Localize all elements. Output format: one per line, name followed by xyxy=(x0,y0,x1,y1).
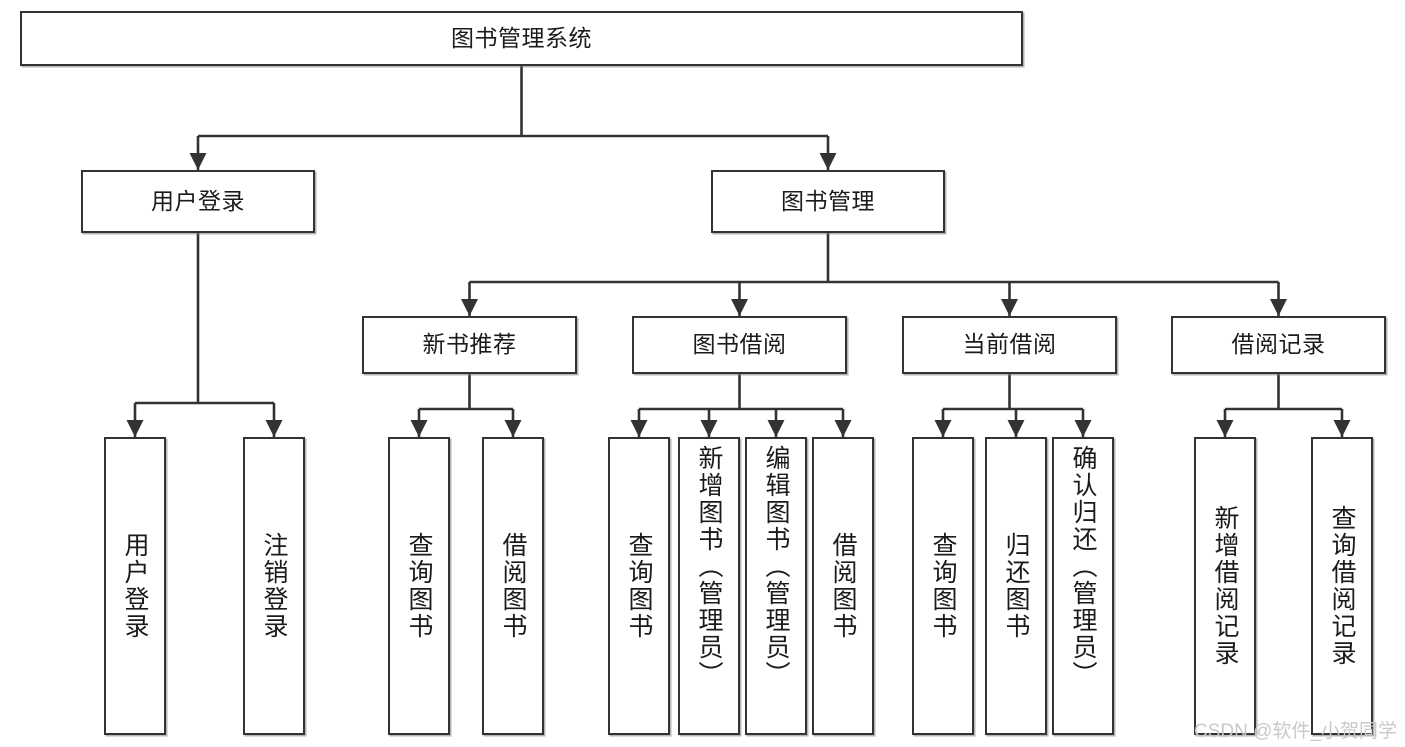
node-label: 编辑图书（管理员） xyxy=(762,445,790,688)
node-leaf-rec-query[interactable]: 查询借阅记录 xyxy=(1311,437,1373,735)
node-leaf-new-borrow[interactable]: 借阅图书 xyxy=(482,437,544,735)
node-leaf-bor-lend[interactable]: 借阅图书 xyxy=(812,437,874,735)
node-borrow[interactable]: 图书借阅 xyxy=(632,316,847,374)
node-label: 注销登录 xyxy=(260,532,288,640)
node-records[interactable]: 借阅记录 xyxy=(1171,316,1386,374)
node-leaf-bor-edit[interactable]: 编辑图书（管理员） xyxy=(745,437,807,735)
node-login[interactable]: 用户登录 xyxy=(81,170,315,233)
connector-arrowhead xyxy=(819,153,837,170)
connector-arrowhead xyxy=(767,420,785,437)
connector-arrowhead xyxy=(1270,299,1287,316)
node-label: 查询借阅记录 xyxy=(1328,505,1356,667)
node-leaf-rec-add[interactable]: 新增借阅记录 xyxy=(1194,437,1256,735)
connector-arrowhead xyxy=(1074,420,1092,437)
connector-arrowhead xyxy=(265,420,283,437)
connector-arrowhead xyxy=(126,420,144,437)
connector-arrowhead xyxy=(189,153,207,170)
node-leaf-bor-query[interactable]: 查询图书 xyxy=(608,437,670,735)
watermark-label: CSDN @软件_小贺同学 xyxy=(1194,721,1397,742)
node-label: 确认归还（管理员） xyxy=(1069,445,1097,688)
node-current[interactable]: 当前借阅 xyxy=(902,316,1117,374)
node-label: 新书推荐 xyxy=(422,331,517,358)
node-label: 图书管理 xyxy=(781,187,875,214)
connector-arrowhead xyxy=(731,299,748,316)
node-label: 当前借阅 xyxy=(962,331,1057,358)
node-root[interactable]: 图书管理系统 xyxy=(20,11,1023,66)
node-label: 查询图书 xyxy=(929,532,957,640)
node-label: 新增借阅记录 xyxy=(1211,505,1239,667)
connector-arrowhead xyxy=(461,299,478,316)
node-leaf-new-query[interactable]: 查询图书 xyxy=(388,437,450,735)
connector-arrowhead xyxy=(834,420,852,437)
node-label: 借阅图书 xyxy=(499,532,527,640)
node-leaf-cur-confirm[interactable]: 确认归还（管理员） xyxy=(1052,437,1114,735)
connector-arrowhead xyxy=(630,420,648,437)
connector-arrowhead xyxy=(1007,420,1025,437)
node-leaf-cur-query[interactable]: 查询图书 xyxy=(912,437,974,735)
connector-arrowhead xyxy=(700,420,718,437)
connector-arrowhead xyxy=(1001,299,1018,316)
connector-arrowhead xyxy=(1333,420,1351,437)
node-label: 用户登录 xyxy=(151,187,245,214)
connector-arrowhead xyxy=(410,420,428,437)
node-label: 借阅记录 xyxy=(1231,331,1326,358)
node-label: 新增图书（管理员） xyxy=(695,445,723,688)
node-label: 用户登录 xyxy=(121,532,149,640)
node-label: 查询图书 xyxy=(405,532,433,640)
node-label: 归还图书 xyxy=(1002,532,1030,640)
node-label: 查询图书 xyxy=(625,532,653,640)
node-bookmgmt[interactable]: 图书管理 xyxy=(711,170,945,233)
node-label: 借阅图书 xyxy=(829,532,857,640)
connector-arrowhead xyxy=(934,420,952,437)
node-leaf-user-logout[interactable]: 注销登录 xyxy=(243,437,305,735)
node-label: 图书借阅 xyxy=(692,331,787,358)
node-leaf-bor-add[interactable]: 新增图书（管理员） xyxy=(678,437,740,735)
node-leaf-user-login[interactable]: 用户登录 xyxy=(104,437,166,735)
connector-arrowhead xyxy=(1216,420,1234,437)
node-label: 图书管理系统 xyxy=(451,24,592,51)
node-leaf-cur-return[interactable]: 归还图书 xyxy=(985,437,1047,735)
node-newbook[interactable]: 新书推荐 xyxy=(362,316,577,374)
connector-arrowhead xyxy=(504,420,522,437)
